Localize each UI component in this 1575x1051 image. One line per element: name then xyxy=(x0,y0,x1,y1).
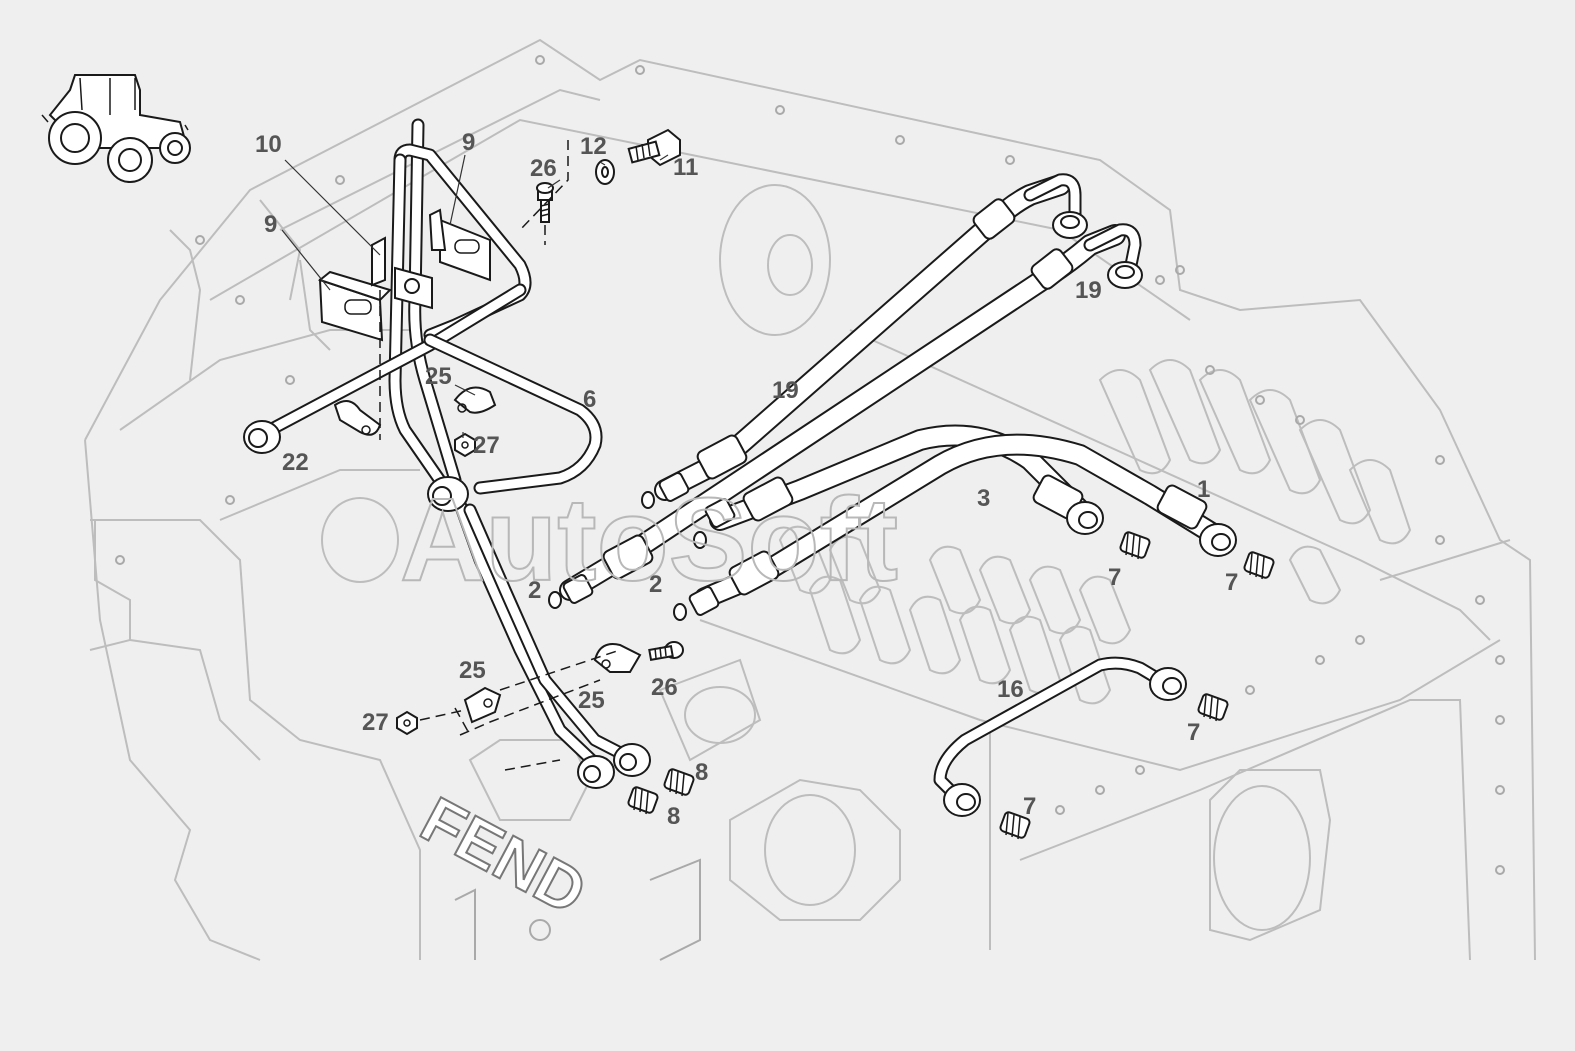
washer-12 xyxy=(595,159,615,185)
callout-8: 8 xyxy=(695,759,708,786)
callout-labels: 10 9 9 26 12 11 19 19 25 6 27 22 3 1 7 7… xyxy=(255,129,1238,830)
fitting-7-d xyxy=(999,811,1031,840)
hoses-1-3 xyxy=(688,424,1237,616)
bolt-26-lower xyxy=(648,641,684,661)
callout-9: 9 xyxy=(462,129,475,156)
callout-3: 3 xyxy=(977,485,990,512)
pipe-16 xyxy=(933,656,1187,817)
bracket-10 xyxy=(371,236,433,310)
callout-19: 19 xyxy=(772,377,799,404)
bracket-9-right xyxy=(428,208,491,282)
watermark-text: AutoSoft xyxy=(400,474,898,606)
clamp-25-upper-right xyxy=(453,386,497,414)
hose-nut-19-b xyxy=(1107,261,1143,289)
callout-26: 26 xyxy=(651,674,678,701)
callout-2: 2 xyxy=(528,577,541,604)
fitting-8-a xyxy=(627,786,659,815)
fitting-7-a xyxy=(1119,531,1151,560)
nut-27-lower xyxy=(396,710,418,736)
callout-8: 8 xyxy=(667,803,680,830)
callout-27: 27 xyxy=(362,709,389,736)
callout-7: 7 xyxy=(1108,564,1121,591)
housing-emboss-text: FEND xyxy=(410,783,598,928)
callout-19: 19 xyxy=(1075,277,1102,304)
fendt-emboss: FEND xyxy=(409,782,599,929)
callout-7: 7 xyxy=(1187,719,1200,746)
bracket-9-left xyxy=(317,270,392,342)
callout-16: 16 xyxy=(997,676,1024,703)
pipe-junction-nut xyxy=(427,476,469,512)
pipe-nut-16-top xyxy=(1149,667,1187,701)
callout-27: 27 xyxy=(473,432,500,459)
hose-nut-1 xyxy=(1199,523,1237,557)
bolt-26-upper xyxy=(536,182,554,223)
callout-6: 6 xyxy=(583,386,596,413)
clamp-25-upper-left xyxy=(333,400,382,436)
callout-7: 7 xyxy=(1225,569,1238,596)
callout-25: 25 xyxy=(425,363,452,390)
clamp-25-lower-right xyxy=(593,643,642,673)
pipe-nut-lower-b xyxy=(613,743,651,777)
hose-nut-19-a xyxy=(1052,211,1088,239)
pipe-nut-lower-a xyxy=(577,755,615,789)
leader-lines xyxy=(281,154,669,438)
o-rings-2 xyxy=(548,491,707,621)
callout-26: 26 xyxy=(530,155,557,182)
callout-12: 12 xyxy=(580,133,607,160)
pipe-nut-22 xyxy=(243,420,281,454)
clamp-25-lower-left xyxy=(463,686,502,724)
housing-ribs xyxy=(778,359,1412,705)
fitting-7-c xyxy=(1197,693,1229,722)
callout-10: 10 xyxy=(255,131,282,158)
callout-11: 11 xyxy=(673,154,698,181)
callout-1: 1 xyxy=(1197,476,1210,503)
callout-7: 7 xyxy=(1023,793,1036,820)
callout-25: 25 xyxy=(578,687,605,714)
callout-9: 9 xyxy=(264,211,277,238)
fitting-8-b xyxy=(663,768,695,797)
callout-2: 2 xyxy=(649,571,662,598)
callout-22: 22 xyxy=(282,449,309,476)
left-pipe-assembly xyxy=(243,118,695,815)
nut-27-upper xyxy=(454,432,476,458)
hoses-19 xyxy=(559,173,1143,604)
tractor-icon xyxy=(41,74,191,183)
callout-25: 25 xyxy=(459,657,486,684)
fitting-7-b xyxy=(1243,551,1275,580)
hose-nut-3 xyxy=(1066,501,1104,535)
pipe-nut-16-bottom xyxy=(943,783,981,817)
bolt-11 xyxy=(627,128,681,167)
